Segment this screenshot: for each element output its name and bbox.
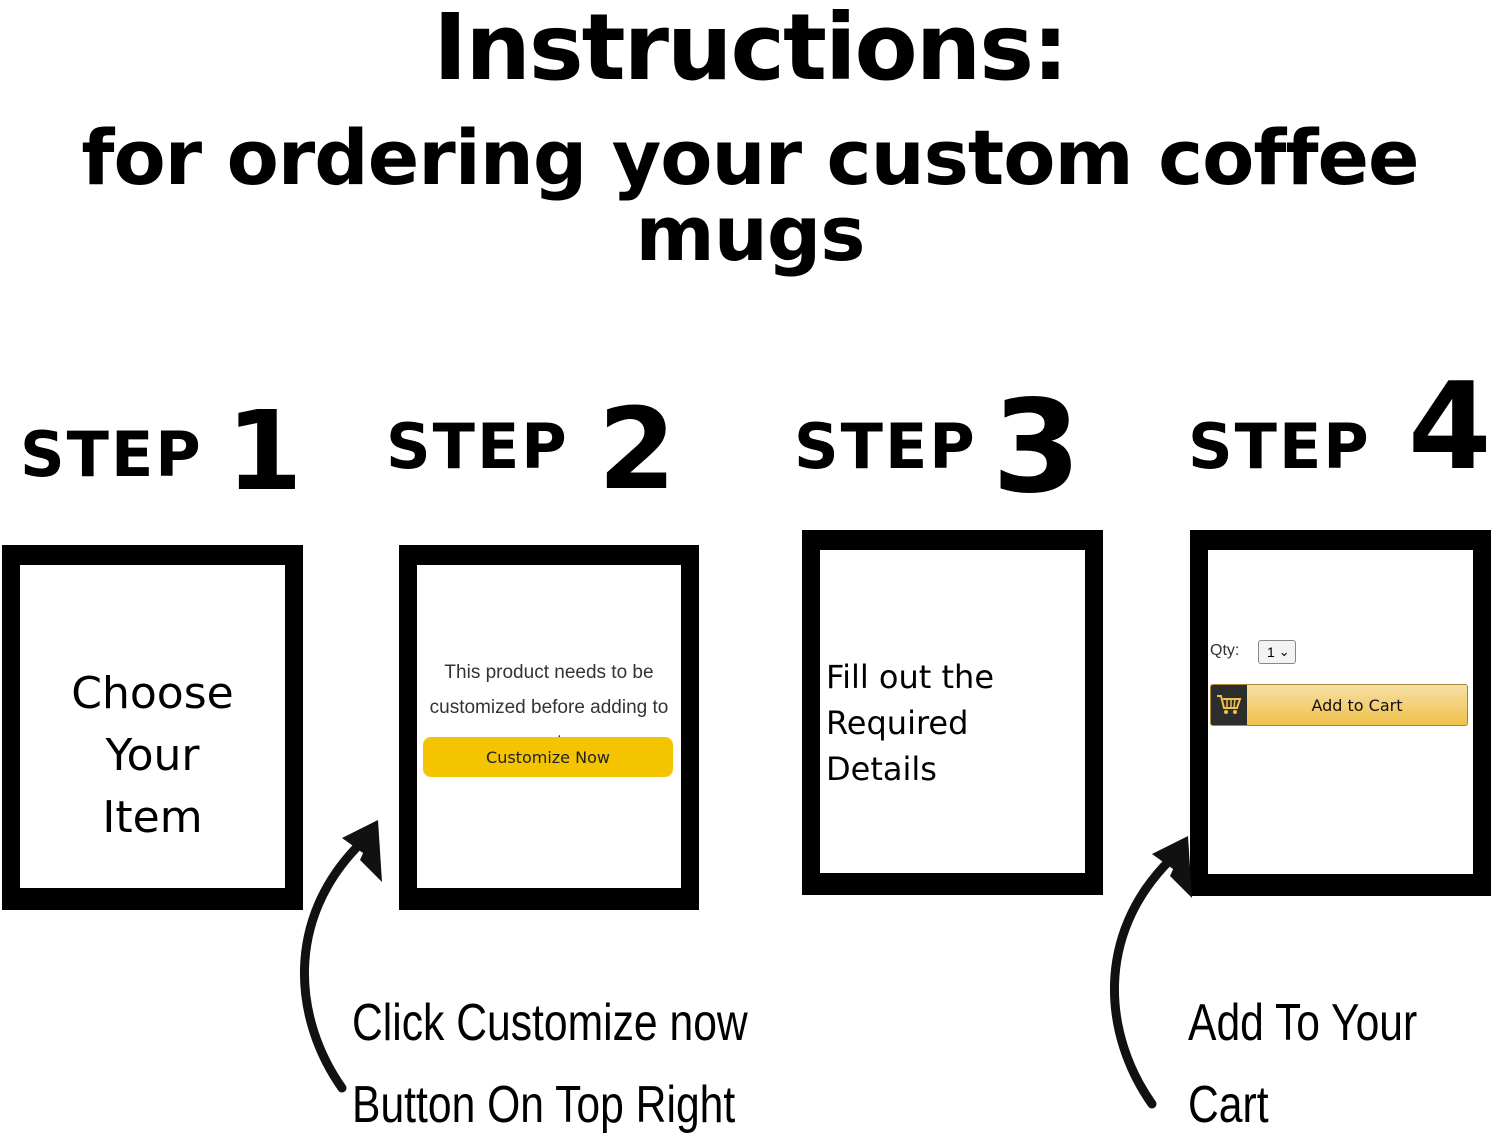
add-to-cart-button[interactable]: Add to Cart — [1210, 684, 1468, 726]
step-2-label: STEP — [386, 410, 569, 483]
step-1-label: STEP — [20, 418, 203, 491]
chevron-down-icon: ⌄ — [1278, 644, 1290, 659]
customize-message: This product needs to be customized befo… — [429, 662, 669, 753]
qty-select[interactable]: 1 ⌄ — [1258, 640, 1296, 664]
shopping-cart-icon — [1211, 685, 1247, 725]
step-4-frame: Qty: 1 ⌄ Add to Cart — [1190, 530, 1491, 896]
step-1-text: Choose Your Item — [71, 668, 234, 843]
customize-now-button[interactable]: Customize Now — [423, 737, 673, 777]
step-4-label: STEP — [1188, 410, 1371, 483]
step-3-frame: Fill out the Required Details — [802, 530, 1103, 895]
qty-label: Qty: — [1210, 642, 1240, 659]
step-1-frame: Choose Your Item — [2, 545, 303, 910]
step-2-caption: Click Customize now Button On Top Right — [352, 994, 748, 1134]
step-3-text: Fill out the Required Details — [826, 658, 995, 788]
step-4-caption: Add To Your Cart — [1188, 994, 1418, 1134]
page-subtitle: for ordering your custom coffee mugs — [81, 113, 1419, 278]
step-2-frame: This product needs to be customized befo… — [399, 545, 699, 910]
step-3-label: STEP — [794, 410, 977, 483]
step-4-number: 4 — [1408, 358, 1492, 497]
step-3-number: 3 — [992, 373, 1082, 522]
step-1-number: 1 — [226, 387, 303, 515]
page-title: Instructions: — [433, 0, 1069, 101]
step-2-number: 2 — [598, 385, 676, 515]
add-to-cart-label: Add to Cart — [1311, 695, 1403, 715]
qty-value: 1 — [1267, 644, 1275, 660]
curved-arrow-icon — [300, 820, 382, 1093]
curved-arrow-icon — [1110, 836, 1192, 1109]
